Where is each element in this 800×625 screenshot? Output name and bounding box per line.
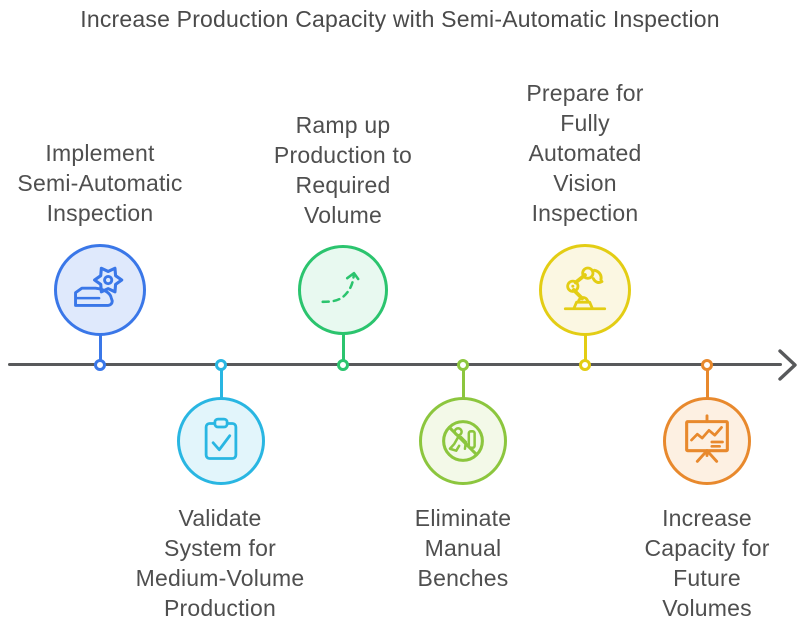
milestone-label: Increase Capacity for Future Volumes [644,505,770,621]
milestone-circle [177,397,265,485]
milestone-circle [539,244,631,336]
milestone-circle [298,245,388,335]
timeline-dot [579,359,591,371]
clipboard-check-icon [204,417,238,460]
milestone-label: Eliminate Manual Benches [414,505,512,591]
robot-arm-icon [563,266,607,311]
timeline-dot [215,359,227,371]
milestone-label: Prepare for Fully Automated Vision Inspe… [526,80,644,226]
connector-stem [98,334,102,365]
milestone-circle [663,397,751,485]
timeline-dot [94,359,106,371]
presentation-chart-icon [685,414,729,463]
connector-stem [583,334,587,365]
diagram-title: Increase Production Capacity with Semi-A… [80,6,720,32]
arrowhead-icon [778,349,797,381]
no-manual-work-icon [442,420,484,462]
milestone-circle [419,397,507,485]
milestone-circle [54,244,146,336]
timeline-dot [701,359,713,371]
connector-stem [705,366,709,399]
connector-stem [219,366,223,399]
milestone-label: Implement Semi-Automatic Inspection [17,140,183,226]
connector-stem [461,366,465,399]
timeline-dot [337,359,349,371]
gear-machine-icon [74,266,124,307]
connector-stem [341,333,345,365]
dashed-growth-arrow-icon [321,271,360,304]
milestone-label: Ramp up Production to Required Volume [273,112,413,228]
milestone-label: Validate System for Medium-Volume Produc… [135,505,305,621]
timeline-dot [457,359,469,371]
timeline-axis [8,363,782,367]
